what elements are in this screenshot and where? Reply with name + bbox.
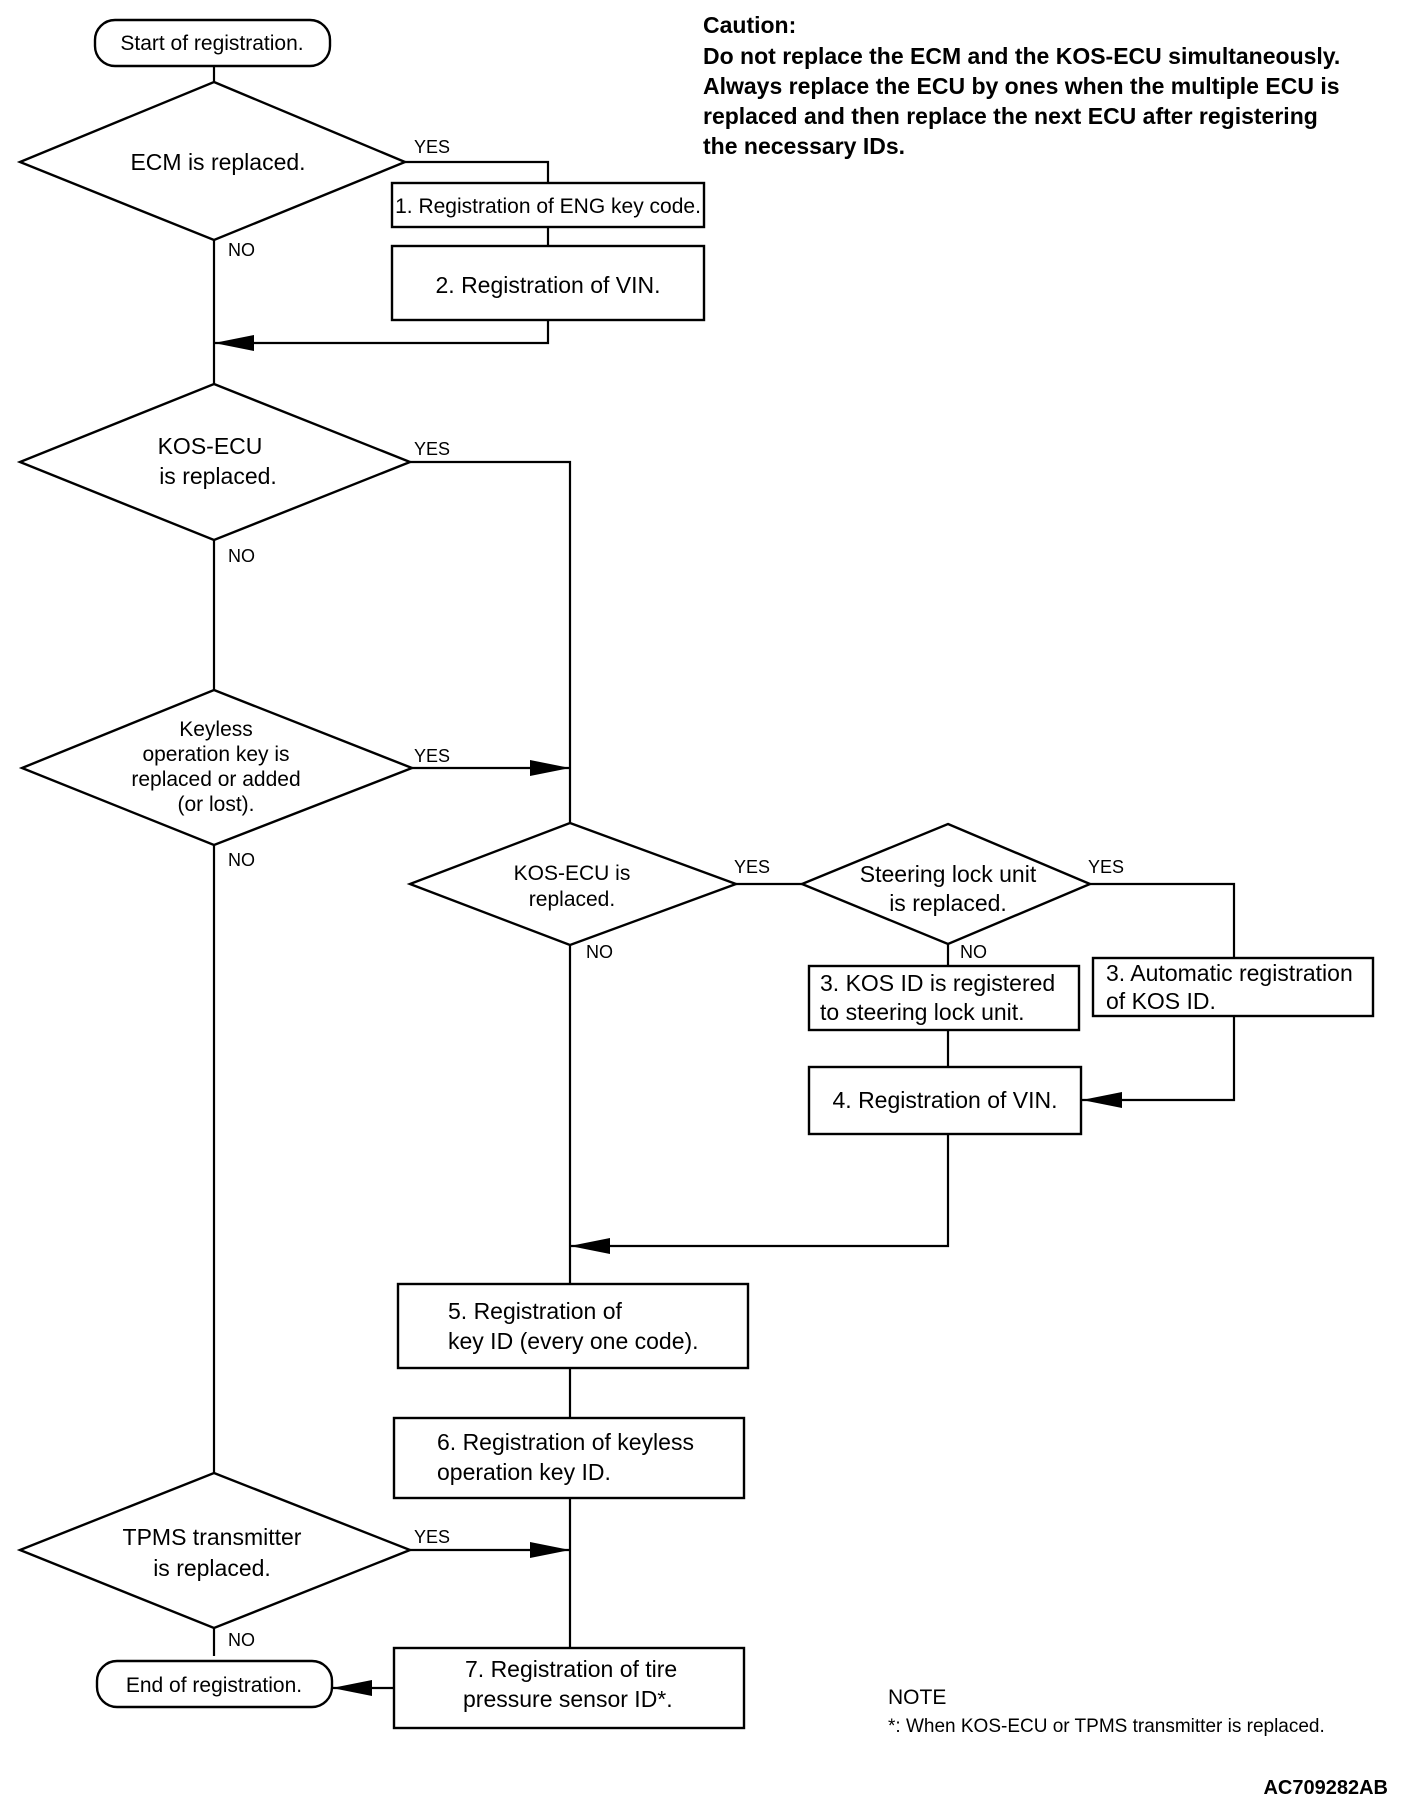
step-1-label: 1. Registration of ENG key code. (395, 195, 701, 218)
caution-title: Caution: (703, 12, 796, 38)
caution-line-3: replaced and then replace the next ECU a… (703, 103, 1318, 129)
no-label-kos2: NO (586, 942, 613, 962)
decision-kos2-label-2: replaced. (529, 888, 615, 911)
no-label-tpms: NO (228, 1630, 255, 1650)
line-s2-return (214, 320, 550, 351)
line-kos1-yes (410, 460, 572, 823)
decision-keyless-key: Keyless operation key is replaced or add… (18, 688, 416, 847)
step-7-label-2: pressure sensor ID*. (463, 1686, 673, 1712)
step-5-label-1: 5. Registration of (448, 1298, 622, 1324)
yes-label-kos2: YES (734, 857, 770, 877)
decision-keyless-label-3: replaced or added (131, 768, 300, 791)
decision-keyless-label-4: (or lost). (177, 793, 254, 816)
branch-labels: YES NO YES NO YES NO YES NO YES NO YES N… (228, 137, 1124, 1650)
caution-line-2: Always replace the ECU by ones when the … (703, 73, 1340, 99)
decision-steering-label-2: is replaced. (889, 890, 1007, 916)
figure-code: AC709282AB (1263, 1777, 1388, 1799)
note-title: NOTE (888, 1686, 946, 1709)
step-5-label-2: key ID (every one code). (448, 1328, 699, 1354)
step-3b-label-1: 3. Automatic registration (1106, 960, 1353, 986)
end-terminator: End of registration. (95, 1659, 334, 1709)
step-5-box: 5. Registration of key ID (every one cod… (396, 1282, 750, 1370)
decision-kos1-label-2: is replaced. (159, 463, 277, 489)
yes-label-keyless: YES (414, 746, 450, 766)
no-label-keyless: NO (228, 850, 255, 870)
decision-tpms-label-2: is replaced. (153, 1555, 271, 1581)
decision-kos-ecu-2: KOS-ECU is replaced. (406, 821, 740, 947)
step-7-label-1: 7. Registration of tire (465, 1656, 677, 1682)
decision-tpms-label-1: TPMS transmitter (123, 1524, 302, 1550)
line-steering-yes (1090, 882, 1236, 958)
caution-block: Caution: Do not replace the ECM and the … (703, 12, 1340, 159)
step-3b-box: 3. Automatic registration of KOS ID. (1091, 956, 1375, 1018)
no-label-ecm: NO (228, 240, 255, 260)
decision-keyless-label-2: operation key is (142, 743, 289, 766)
step-3a-label-2: to steering lock unit. (820, 999, 1025, 1025)
decision-kos-ecu-1: KOS-ECU is replaced. (16, 382, 414, 542)
no-label-kos1: NO (228, 546, 255, 566)
line-ecm-yes (405, 160, 550, 183)
caution-line-1: Do not replace the ECM and the KOS-ECU s… (703, 43, 1340, 69)
line-s3b-s4 (1082, 1016, 1236, 1108)
decision-ecm: ECM is replaced. (16, 80, 409, 242)
step-4-box: 4. Registration of VIN. (807, 1065, 1083, 1136)
yes-label-tpms: YES (414, 1527, 450, 1547)
step-3a-label-1: 3. KOS ID is registered (820, 970, 1055, 996)
decision-ecm-label: ECM is replaced. (130, 149, 305, 175)
step-3a-box: 3. KOS ID is registered to steering lock… (807, 964, 1081, 1032)
end-label: End of registration. (126, 1674, 302, 1697)
decision-tpms: TPMS transmitter is replaced. (16, 1471, 414, 1630)
yes-label-kos1: YES (414, 439, 450, 459)
start-label: Start of registration. (120, 32, 303, 55)
yes-label-steering: YES (1088, 857, 1124, 877)
step-6-label-1: 6. Registration of keyless (437, 1429, 694, 1455)
decision-kos1-label-1: KOS-ECU (158, 433, 263, 459)
step-7-box: 7. Registration of tire pressure sensor … (392, 1646, 746, 1730)
decision-steering-lock: Steering lock unit is replaced. (798, 822, 1094, 946)
step-2-box: 2. Registration of VIN. (390, 244, 706, 322)
step-6-box: 6. Registration of keyless operation key… (392, 1416, 746, 1500)
step-1-box: 1. Registration of ENG key code. (390, 181, 706, 229)
step-3b-label-2: of KOS ID. (1106, 988, 1216, 1014)
yes-label-ecm: YES (414, 137, 450, 157)
no-label-steering: NO (960, 942, 987, 962)
start-terminator: Start of registration. (93, 18, 332, 68)
connectors (212, 66, 1236, 1696)
caution-line-4: the necessary IDs. (703, 133, 905, 159)
decision-kos2-label-1: KOS-ECU is (514, 862, 631, 885)
step-2-label: 2. Registration of VIN. (436, 272, 661, 298)
decision-steering-label-1: Steering lock unit (860, 861, 1037, 887)
step-6-label-2: operation key ID. (437, 1459, 611, 1485)
line-s4-return (570, 1134, 950, 1254)
decision-keyless-label-1: Keyless (179, 718, 253, 741)
note-block: NOTE *: When KOS-ECU or TPMS transmitter… (888, 1686, 1325, 1737)
step-4-label: 4. Registration of VIN. (833, 1087, 1058, 1113)
note-text: *: When KOS-ECU or TPMS transmitter is r… (888, 1716, 1325, 1737)
